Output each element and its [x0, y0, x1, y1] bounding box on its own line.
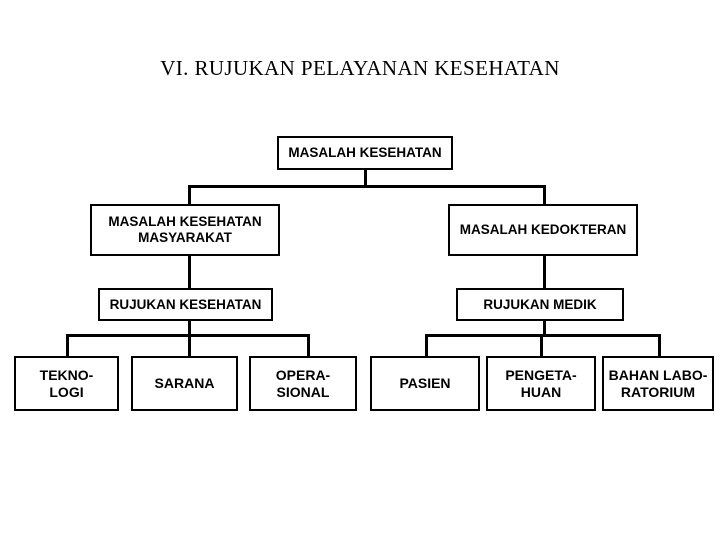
- connector-left-leaf-2-drop: [188, 334, 191, 356]
- connector-left-leaf-3-drop: [307, 334, 310, 356]
- connector-root-bus: [188, 185, 546, 188]
- connector-right-leaf-1-drop: [425, 334, 428, 356]
- node-teknologi[interactable]: TEKNO- LOGI: [14, 356, 119, 411]
- node-rujukan-kesehatan[interactable]: RUJUKAN KESEHATAN: [98, 288, 273, 321]
- node-masalah-kesehatan-masyarakat[interactable]: MASALAH KESEHATAN MASYARAKAT: [90, 204, 280, 256]
- page-title: VI. RUJUKAN PELAYANAN KESEHATAN: [160, 56, 560, 80]
- connector-left-leaf-1-drop: [66, 334, 69, 356]
- node-bahan-laboratorium[interactable]: BAHAN LABO- RATORIUM: [602, 356, 714, 411]
- connector-left-mid-drop: [188, 321, 191, 335]
- connector-right-mid-drop: [543, 321, 546, 335]
- connector-right-branch-drop: [543, 185, 546, 205]
- connector-left-branch-drop: [188, 185, 191, 205]
- node-pasien[interactable]: PASIEN: [370, 356, 480, 411]
- node-operasional[interactable]: OPERA- SIONAL: [249, 356, 357, 411]
- node-pengetahuan[interactable]: PENGETA- HUAN: [486, 356, 596, 411]
- connector-right-leaf-bus: [425, 334, 661, 337]
- connector-root-stem: [364, 170, 367, 186]
- connector-left-mid-stem: [188, 256, 191, 288]
- connector-right-mid-stem: [543, 256, 546, 288]
- node-masalah-kedokteran[interactable]: MASALAH KEDOKTERAN: [448, 204, 638, 256]
- connector-right-leaf-2-drop: [540, 334, 543, 356]
- connector-right-leaf-3-drop: [658, 334, 661, 356]
- node-rujukan-medik[interactable]: RUJUKAN MEDIK: [456, 288, 624, 321]
- node-masalah-kesehatan[interactable]: MASALAH KESEHATAN: [277, 136, 453, 170]
- node-sarana[interactable]: SARANA: [131, 356, 238, 411]
